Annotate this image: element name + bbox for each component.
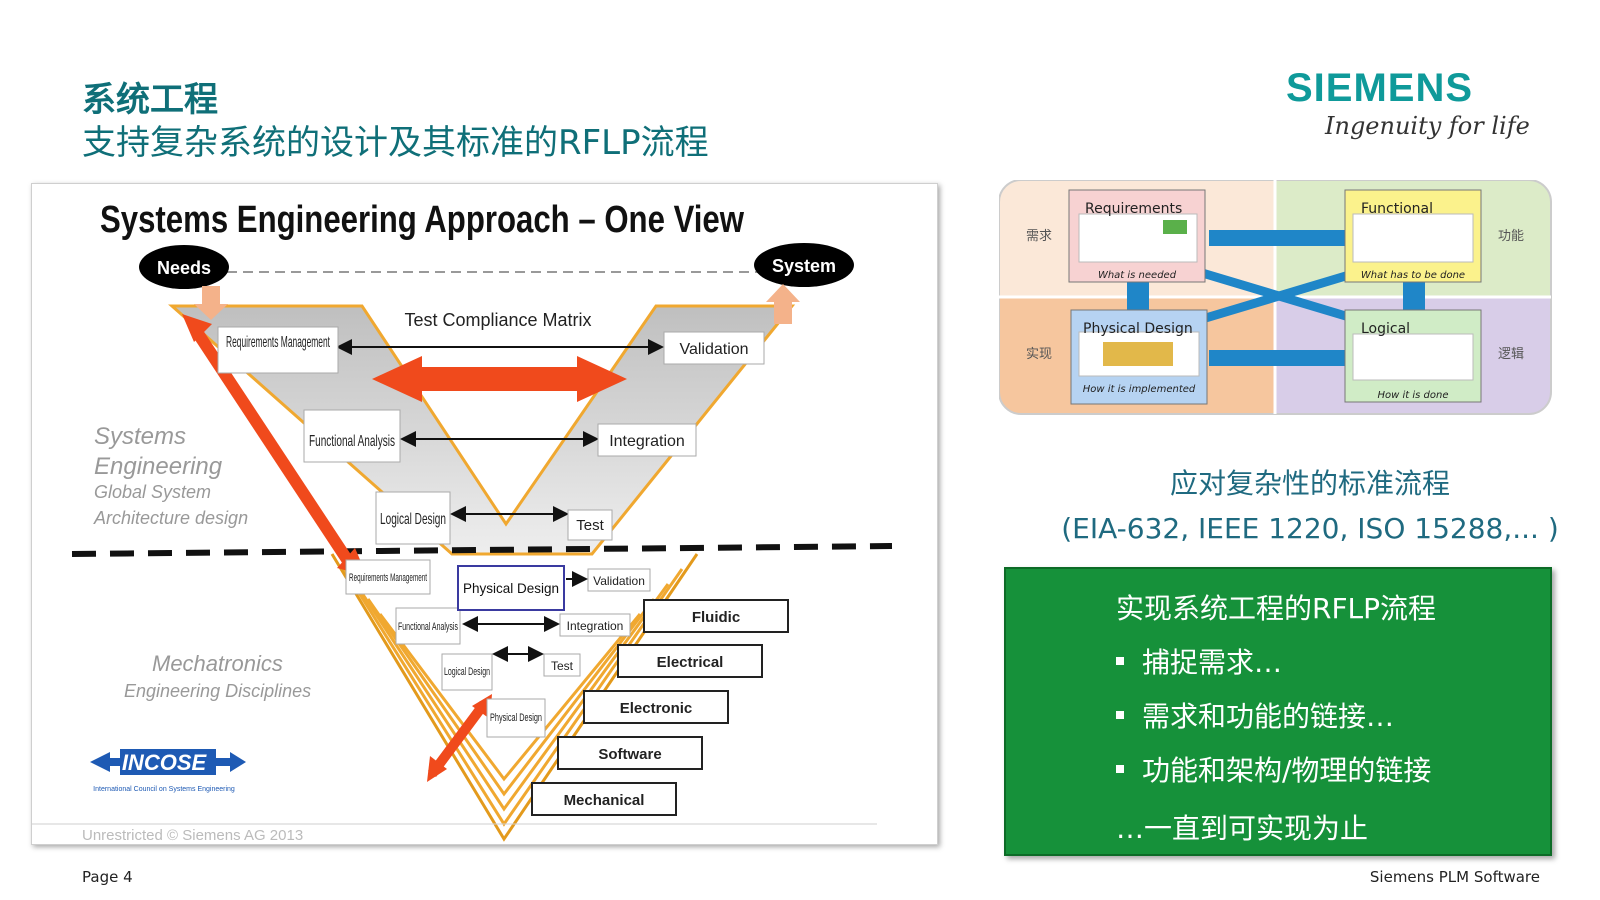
- page-number: Page 4: [82, 868, 133, 886]
- rflp-summary-box: 实现系统工程的RFLP流程 捕捉需求… 需求和功能的链接… 功能和架构/物理的链…: [1004, 567, 1552, 856]
- se-sub-1: Global System: [94, 482, 211, 502]
- v-title: Systems Engineering Approach – One View: [100, 199, 744, 241]
- box-integration: Integration: [609, 433, 685, 450]
- v-model-svg: Systems Engineering Approach – One View …: [32, 199, 893, 844]
- page-title: 系统工程: [82, 80, 218, 120]
- page-subtitle: 支持复杂系统的设计及其标准的RFLP流程: [82, 123, 709, 163]
- siemens-tagline: Ingenuity for life: [1325, 112, 1530, 140]
- bullet-icon: [1116, 657, 1124, 665]
- lower-test: Test: [551, 659, 574, 673]
- box-functional-analysis: Functional Analysis: [309, 433, 395, 450]
- lower-logical: Logical Design: [444, 666, 490, 678]
- rflp-requirements-caption: What is needed: [1098, 270, 1177, 281]
- rflp-functional-caption: What has to be done: [1361, 270, 1465, 281]
- discipline-boxes: Fluidic Electrical Electronic Software M…: [531, 599, 789, 816]
- standards-line-2: (EIA-632, IEEE 1220, ISO 15288,... ): [1061, 512, 1559, 545]
- bullet-icon: [1116, 765, 1124, 773]
- system-ellipse: [754, 243, 854, 287]
- mech-label: Mechatronics: [152, 651, 283, 676]
- greenbox-item-2: 需求和功能的链接…: [1116, 695, 1394, 735]
- lower-validation: Validation: [593, 574, 645, 588]
- physical-design-center-box: [457, 565, 565, 611]
- se-label-1: Systems: [94, 423, 186, 450]
- greenbox-item-1: 捕捉需求…: [1116, 641, 1282, 681]
- discipline-software: Software: [598, 746, 661, 763]
- divider-line: [71, 543, 893, 557]
- rflp-physical-caption: How it is implemented: [1083, 384, 1196, 395]
- rflp-side-requirements: 需求: [1026, 229, 1052, 244]
- rflp-physical-title: Physical Design: [1083, 321, 1193, 337]
- discipline-electrical: Electrical: [657, 654, 724, 671]
- bullet-icon: [1116, 711, 1124, 719]
- greenbox-title: 实现系统工程的RFLP流程: [1116, 592, 1437, 625]
- system-label: System: [772, 256, 836, 276]
- lower-physical: Physical Design: [490, 712, 542, 724]
- lower-requirements: Requirements Management: [349, 572, 427, 584]
- test-matrix-label: Test Compliance Matrix: [404, 310, 591, 330]
- discipline-mechanical: Mechanical: [564, 792, 645, 809]
- greenbox-item-text: 需求和功能的链接…: [1142, 700, 1395, 733]
- greenbox-item-text: 捕捉需求…: [1142, 646, 1283, 679]
- needs-down-arrow: [194, 286, 228, 320]
- se-sub-2: Architecture design: [93, 508, 248, 528]
- incose-sub: International Council on Systems Enginee…: [93, 786, 235, 793]
- rflp-logical-title: Logical: [1361, 321, 1410, 337]
- cut-copyright: Unrestricted © Siemens AG 2013: [82, 827, 303, 844]
- box-logical-design: Logical Design: [380, 511, 446, 528]
- lower-left-boxes: Requirements Management Functional Analy…: [345, 559, 546, 738]
- rflp-logical-caption: How it is done: [1378, 390, 1449, 401]
- lower-right-boxes: Validation Integration Test: [543, 568, 651, 677]
- rflp-side-functional: 功能: [1498, 229, 1524, 244]
- compliance-red-arrow: [372, 356, 627, 402]
- greenbox-last: …一直到可实现为止: [1116, 812, 1369, 845]
- system-up-arrow: [766, 284, 800, 324]
- discipline-fluidic: Fluidic: [692, 609, 740, 626]
- upper-left-boxes: Requirements Management Functional Analy…: [217, 326, 451, 545]
- v-model-diagram: Systems Engineering Approach – One View …: [31, 183, 938, 845]
- rflp-side-physical: 实现: [1026, 347, 1052, 362]
- rflp-functional-title: Functional: [1361, 201, 1433, 217]
- incose-logo: INCOSE International Council on Systems …: [90, 749, 246, 793]
- needs-label: Needs: [157, 258, 211, 278]
- siemens-logo: SIEMENS: [1286, 66, 1474, 110]
- needs-ellipse: [139, 245, 229, 289]
- physical-design-center: Physical Design: [463, 580, 559, 596]
- rflp-side-logical: 逻辑: [1498, 347, 1524, 362]
- greenbox-item-3: 功能和架构/物理的链接: [1116, 749, 1431, 789]
- box-test: Test: [576, 517, 604, 534]
- greenbox-item-text: 功能和架构/物理的链接: [1142, 754, 1432, 787]
- lower-integration: Integration: [567, 619, 624, 633]
- standards-line-1: 应对复杂性的标准流程: [1169, 467, 1450, 500]
- incose-text: INCOSE: [122, 750, 208, 775]
- lower-functional: Functional Analysis: [398, 621, 458, 633]
- rflp-diagram: Requirements What is needed 需求 Functiona…: [998, 179, 1567, 420]
- rflp-svg: Requirements What is needed 需求 Functiona…: [998, 179, 1552, 415]
- upper-right-boxes: Validation Integration Test: [567, 331, 765, 541]
- discipline-electronic: Electronic: [620, 700, 693, 717]
- se-label-2: Engineering: [94, 453, 223, 480]
- mech-sub: Engineering Disciplines: [124, 681, 311, 701]
- box-requirements-mgmt: Requirements Management: [226, 334, 330, 351]
- box-validation: Validation: [679, 341, 748, 358]
- footer-company: Siemens PLM Software: [1369, 868, 1540, 886]
- rflp-requirements-title: Requirements: [1085, 201, 1182, 217]
